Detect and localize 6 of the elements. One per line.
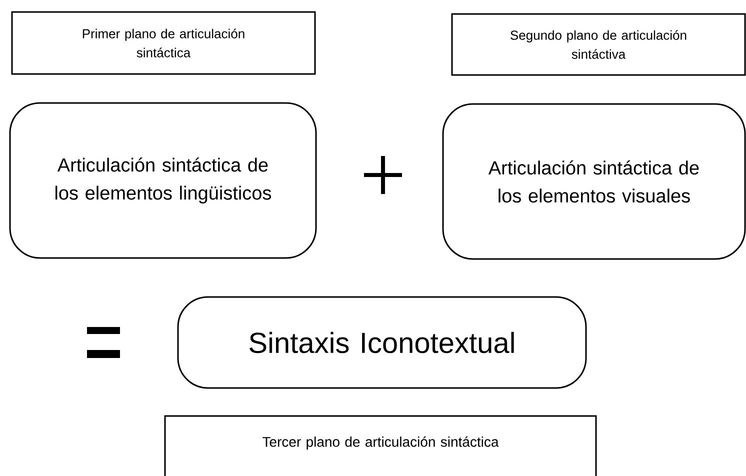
rounded-box: Sintaxis Iconotextual	[177, 296, 587, 389]
label-box: Primer plano de articulación sintáctica	[11, 11, 316, 75]
label-box: Segundo plano de articulación sintáctiva	[451, 13, 746, 76]
label-box: Tercer plano de articulación sintáctica	[164, 415, 597, 476]
rounded-box: Articulación sintáctica de los elementos lingüisticos	[9, 102, 317, 259]
rounded-box: Articulación sintáctica de los elementos visuales	[442, 103, 746, 260]
